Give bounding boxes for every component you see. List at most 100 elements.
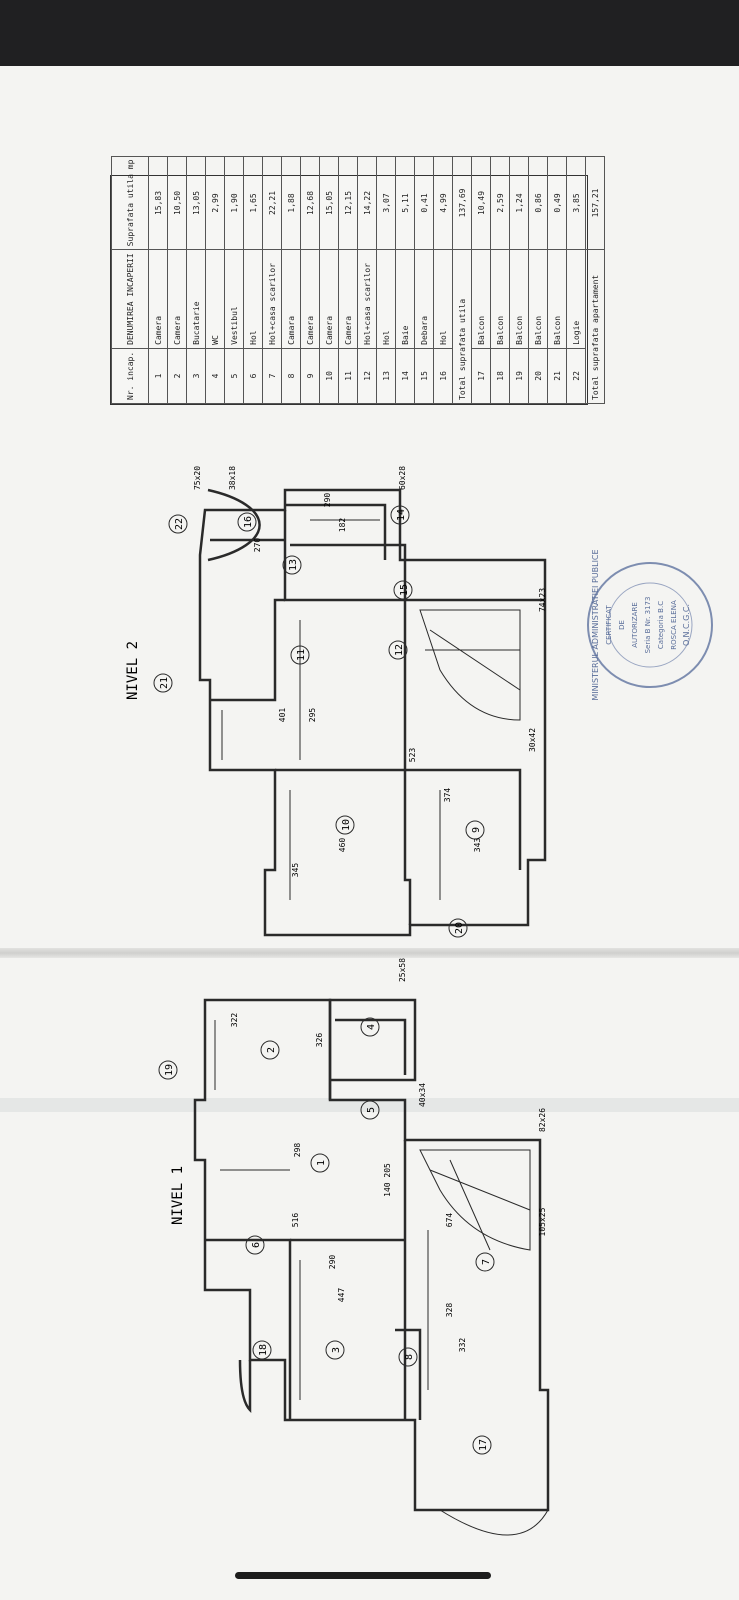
room-number: 2: [266, 1047, 277, 1053]
room-circle: [335, 815, 355, 835]
room-circle: [325, 1340, 345, 1360]
room-circle: [360, 1100, 380, 1120]
room-circle: [245, 1235, 265, 1255]
stamp-text: O.N.C.G.C.: [682, 604, 691, 646]
scan-band: [0, 1098, 739, 1112]
level1-title: NIVEL 1: [170, 1166, 186, 1225]
room-number: 18: [258, 1344, 269, 1356]
room-circle: [168, 514, 188, 534]
room-circle: [390, 505, 410, 525]
room-number: 21: [159, 677, 170, 689]
room-marker: 16: [237, 512, 257, 532]
room-number: 20: [454, 922, 465, 934]
dimension-label: 40x34: [418, 1083, 427, 1107]
stamp-text: CERTIFICAT: [605, 605, 613, 645]
room-circle: [398, 1347, 418, 1367]
room-circle: [465, 820, 485, 840]
level1-walls: [193, 998, 550, 1512]
stamp-text: Categoria B.C: [657, 601, 665, 649]
room-marker: 19: [158, 1060, 178, 1080]
room-number: 4: [366, 1024, 377, 1030]
dimension-label: 328: [445, 1303, 454, 1318]
room-marker: 22: [168, 514, 188, 534]
dimension-label: 270: [253, 538, 262, 553]
room-number: 5: [366, 1107, 377, 1113]
stamp-text: ROSCA ELENA: [670, 600, 678, 650]
room-marker: 17: [472, 1435, 492, 1455]
dimension-label: 516: [291, 1213, 300, 1228]
level2-details: [221, 519, 521, 900]
room-marker: 11: [290, 645, 310, 665]
page-seam: [0, 948, 739, 958]
dimension-label: 25x58: [398, 958, 407, 982]
room-circle: [282, 555, 302, 575]
room-marker: 15: [393, 580, 413, 600]
room-circle: [388, 640, 408, 660]
room-circle: [260, 1040, 280, 1060]
stamp-text: MINISTERUL ADMINISTRATIEI PUBLICE: [591, 549, 600, 700]
room-number: 12: [394, 644, 405, 656]
level2-walls: [198, 488, 547, 937]
dimension-label: 74x23: [538, 588, 547, 612]
room-number: 10: [341, 819, 352, 831]
room-marker: 4: [360, 1017, 380, 1037]
room-number: 3: [331, 1347, 342, 1353]
room-circle: [472, 1435, 492, 1455]
stamp-text: AUTORIZARE: [631, 602, 639, 648]
dimension-label: 401: [278, 708, 287, 723]
room-circle: [475, 1252, 495, 1272]
room-marker: 10: [335, 815, 355, 835]
room-number: 22: [174, 518, 185, 530]
room-number: 19: [164, 1064, 175, 1076]
room-marker: 2: [260, 1040, 280, 1060]
room-number: 15: [399, 584, 410, 596]
dimension-label: 447: [337, 1288, 346, 1303]
dimension-label: 523: [408, 748, 417, 763]
dimension-label: 82x26: [538, 1108, 547, 1132]
room-circle: [237, 512, 257, 532]
home-indicator[interactable]: [235, 1572, 491, 1579]
dimension-label: 30x42: [528, 728, 537, 752]
level2-title: NIVEL 2: [125, 641, 141, 700]
dimension-label: 140 205: [383, 1163, 392, 1197]
dimension-label: 298: [293, 1143, 302, 1158]
room-number: 8: [404, 1354, 415, 1360]
room-marker: 7: [475, 1252, 495, 1272]
room-number: 17: [478, 1439, 489, 1451]
certification-stamp: MINISTERUL ADMINISTRATIEI PUBLICE CERTIFI…: [587, 549, 713, 701]
room-number: 1: [316, 1160, 327, 1166]
room-circle: [153, 673, 173, 693]
room-number: 14: [396, 509, 407, 521]
room-circle: [252, 1340, 272, 1360]
room-marker: 6: [245, 1235, 265, 1255]
dimension-label: 326: [315, 1033, 324, 1048]
room-circle: [158, 1060, 178, 1080]
dimension-label: 182: [338, 518, 347, 533]
room-marker: 5: [360, 1100, 380, 1120]
room-marker: 9: [465, 820, 485, 840]
room-marker: 12: [388, 640, 408, 660]
room-marker: 8: [398, 1347, 418, 1367]
svg-text:MINISTERUL ADMINISTRATIEI PUBL: MINISTERUL ADMINISTRATIEI PUBLICE CERTIFI…: [591, 549, 691, 700]
room-marker: 13: [282, 555, 302, 575]
dimension-label: 295: [308, 708, 317, 723]
stamp-text: DE: [618, 620, 626, 630]
room-marker: 21: [153, 673, 173, 693]
room-number: 16: [243, 516, 254, 528]
status-bar: [0, 0, 739, 66]
room-circle: [290, 645, 310, 665]
dimension-label: 60x28: [398, 466, 407, 490]
dimension-label: 75x20: [193, 466, 202, 490]
room-number: 9: [471, 827, 482, 833]
dimension-label: 38x18: [228, 466, 237, 490]
level1-details: [214, 1020, 549, 1536]
room-number: 7: [481, 1259, 492, 1265]
dimension-label: 105x25: [538, 1207, 547, 1236]
room-number: 6: [251, 1242, 262, 1248]
dimension-label: 290: [323, 493, 332, 508]
dimension-label: 374: [443, 788, 452, 803]
dimension-label: 332: [458, 1338, 467, 1353]
